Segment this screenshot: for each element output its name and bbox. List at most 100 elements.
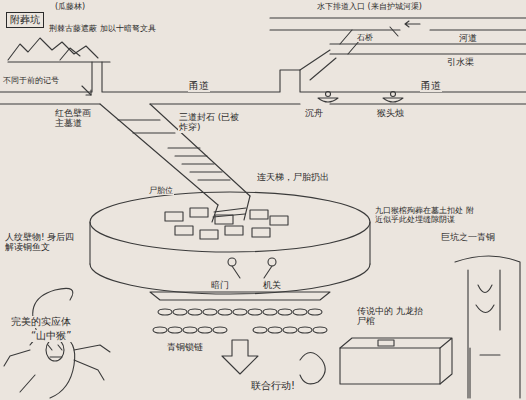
annotation: 河道 [458,33,478,43]
nine-dragon-coffin-part [300,353,325,384]
mountain-monkey-figure-part [48,345,62,357]
figure-caption: “山中猴” [30,330,72,342]
bronze-chains-part [168,327,182,333]
main-chamber-part [268,258,276,266]
surface-mound-part [60,48,80,60]
annotation: 沉舟 [304,108,324,118]
main-chamber-part [215,215,233,224]
bronze-chains-part [150,292,330,300]
main-chamber-part [175,226,193,235]
bronze-chains-part [298,327,312,333]
mountain-monkey-figure-part [4,350,35,392]
main-chamber-part [228,258,236,266]
bronze-chains-part [183,327,197,333]
annotation: 猴头烛 [376,108,405,118]
annotation: 人纹壁物! 身后四解读铜鱼文 [4,232,84,253]
bronze-tree-figure [455,256,520,398]
water-channel-part [270,29,526,30]
main-chamber-part [213,208,246,217]
annotation: 红色壁画 主墓道 [54,108,100,129]
mountain-monkey-figure-part [30,334,75,398]
bronze-chains-part [213,327,227,333]
annotation: 水下排道入口 (来自护城河渠) [316,2,423,11]
nine-dragon-coffin [300,338,500,398]
part-label: 青铜锁链 [166,342,204,352]
boats-part [383,98,403,102]
action-note: 联合行动! [250,380,296,392]
bronze-chains-part [308,309,322,315]
bronze-chains-part [248,309,262,315]
main-chamber-part [200,230,218,239]
bronze-chains-part [158,309,172,315]
place-note: (瓜藤林) [54,2,86,11]
bronze-chains-part [203,309,217,315]
corridors-part [0,62,92,92]
surface-mound-part [8,61,110,62]
bronze-chains-part [268,327,282,333]
bronze-chains [150,292,330,374]
bronze-chains-part [188,309,202,315]
mountain-monkey-figure-part [74,345,110,380]
water-channel-part [310,58,336,80]
water-channel-part [390,27,398,36]
part-label: 暗门 [210,280,230,290]
corridors-part [150,103,300,104]
bronze-chains-part [253,327,267,333]
boats [318,92,403,103]
boats-part [318,98,338,102]
corridors-part [82,86,91,95]
main-chamber-part [90,192,370,252]
nine-dragon-coffin-part [470,348,500,398]
nine-dragon-coffin-part [378,340,394,346]
main-chamber-part [250,210,268,219]
water-channel-part [270,17,526,18]
water-channel-part [330,43,526,44]
corridors-part [150,104,250,196]
bronze-chains-part [313,327,327,333]
corridors [0,62,526,205]
bronze-tree-figure-part [476,285,494,313]
annotation: 不同于前的记号 [2,76,60,85]
boats-part [391,92,396,97]
bronze-chains-part [222,340,258,374]
water-channel [270,18,526,80]
annotation: 石桥 [356,33,374,42]
surface-mound [8,38,110,62]
figure-caption: 完美的实应体 [10,316,72,328]
annotation: 九口猴棺殉葬在墓土扣处 附近似乎此处埋缝隙阴谋 [374,206,476,224]
main-chamber-part [190,208,208,217]
annotation: 荆棘古藤遮蔽 加以十暗弩文具 [48,24,157,33]
mountain-monkey-figure [4,288,110,398]
main-chamber-part [165,212,183,221]
bronze-chains-part [233,309,247,315]
passage-label: 甬道 [188,80,210,92]
nine-dragon-coffin-part [340,348,440,384]
bronze-chains-part [293,309,307,315]
bronze-chains-part [283,327,297,333]
node-label: 附葬坑 [10,14,40,26]
water-channel-part [330,53,526,54]
main-chamber-part [369,222,370,264]
annotation: 三道封石 (已被炸穿) [178,112,242,133]
main-chamber-part [270,216,288,225]
corridors-part [330,103,526,104]
figure-caption: 巨坑之一青铜 [440,232,496,242]
bronze-tree-figure-part [455,256,520,398]
bronze-chains-part [173,309,187,315]
corridors-part [0,103,100,104]
main-chamber-part [212,196,250,222]
corridors-part [86,90,91,95]
annotation: 连天梯，尸胎扔出 [256,172,330,182]
surface-mound-part [8,38,98,60]
main-chamber-part [90,264,370,294]
main-chamber-part [252,228,270,237]
bronze-chains-part [198,327,212,333]
boats-part [326,92,331,97]
main-chamber-part [232,266,272,278]
nine-dragon-coffin-part [340,338,452,384]
annotation: 尸胎位 [148,186,174,195]
main-chamber-part [89,222,90,264]
main-chamber [90,192,370,294]
mountain-monkey-figure-part [46,339,64,361]
